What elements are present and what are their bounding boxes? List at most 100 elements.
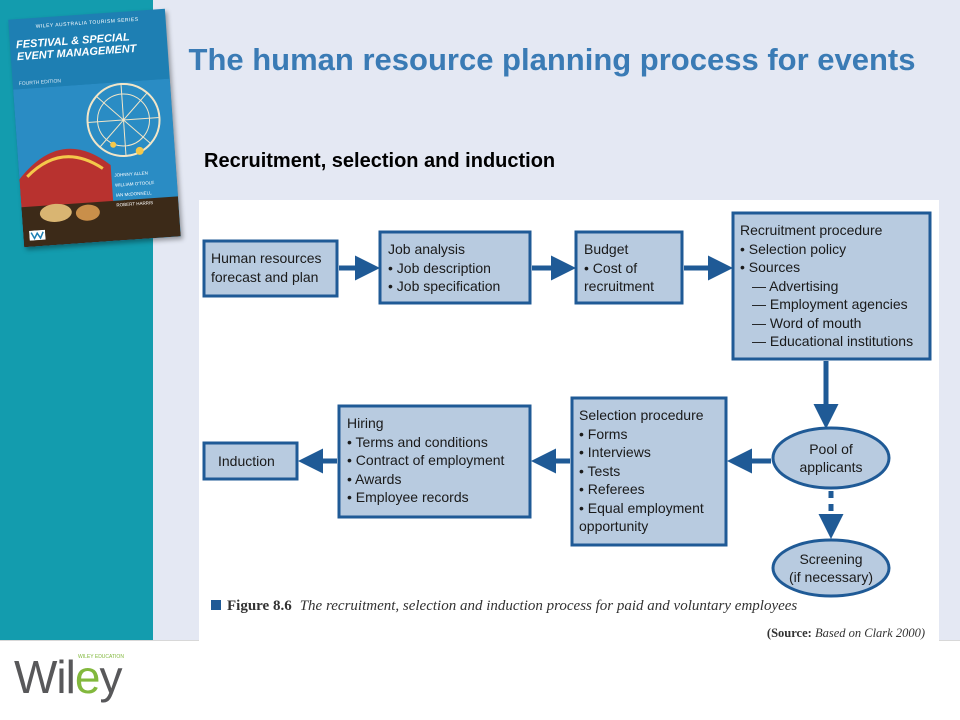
node-sub-item: — Educational institutions xyxy=(740,332,913,351)
bullet-icon: • xyxy=(347,433,352,450)
flow-arrows xyxy=(298,255,844,539)
node-item: • Terms and conditions xyxy=(347,433,504,452)
node-item-label: Tests xyxy=(587,462,621,479)
bullet-icon: • xyxy=(579,444,584,460)
footer xyxy=(0,640,960,720)
bullet-icon: • xyxy=(388,278,393,294)
node-recruitment: Recruitment procedure • Selection policy… xyxy=(740,221,913,351)
book-title: FESTIVAL & SPECIAL EVENT MANAGEMENT xyxy=(15,31,137,64)
node-item: • Sources xyxy=(740,258,913,277)
bullet-icon: • xyxy=(347,452,352,468)
node-item: • Tests xyxy=(579,462,719,481)
source-text: Based on Clark 2000) xyxy=(814,626,925,640)
bullet-icon: • xyxy=(579,462,584,479)
node-screening: Screening (if necessary) xyxy=(775,550,887,586)
box-hiring xyxy=(337,404,532,519)
book-author: WILLIAM O'TOOLE xyxy=(114,179,155,188)
bullet-icon: • xyxy=(579,425,584,442)
bullet-icon: • xyxy=(579,481,584,497)
box-recruitment xyxy=(731,211,932,361)
node-item: • Job description xyxy=(388,259,500,278)
logo-accent: e xyxy=(74,651,101,703)
node-item: • Referees xyxy=(579,480,719,499)
node-title: Budget xyxy=(584,241,629,257)
box-budget xyxy=(574,230,684,305)
dash-icon: — xyxy=(752,296,766,312)
node-item: • Cost of recruitment xyxy=(584,259,674,296)
node-item-label: Contract of employment xyxy=(355,452,505,468)
node-item-label: Employee records xyxy=(355,489,469,505)
node-item: • Interviews xyxy=(579,443,719,462)
book-author: IAN McDONNELL xyxy=(115,190,152,198)
source-label: (Source: xyxy=(766,626,812,640)
node-item: • Awards xyxy=(347,470,504,489)
bullet-icon: • xyxy=(347,470,352,487)
node-selection: Selection procedure • Forms • Interviews… xyxy=(579,406,719,536)
logo-prefix: Wil xyxy=(14,651,76,703)
page-title: The human resource planning process for … xyxy=(188,42,916,77)
book-series: WILEY AUSTRALIA TOURISM SERIES xyxy=(35,16,139,30)
caption-text: The recruitment, selection and induction… xyxy=(299,598,798,614)
bullet-icon: • xyxy=(740,259,745,275)
node-text-line: Human resources xyxy=(211,250,322,266)
node-forecast: Human resources forecast and plan xyxy=(211,249,322,286)
node-item-label: Terms and conditions xyxy=(355,433,488,450)
node-sub-item-label: Advertising xyxy=(769,277,839,294)
node-budget: Budget • Cost of recruitment xyxy=(584,240,674,296)
node-item: • Job specification xyxy=(388,277,500,296)
node-hiring: Hiring • Terms and conditions • Contract… xyxy=(347,414,504,507)
bullet-icon: • xyxy=(740,240,745,257)
node-sub-item-label: Educational institutions xyxy=(769,333,914,349)
node-sub-item-label: Employment agencies xyxy=(769,296,908,312)
box-induction xyxy=(202,441,299,481)
node-text-line: forecast and plan xyxy=(211,268,319,285)
node-item-label: Forms xyxy=(587,425,628,442)
node-item-label: Equal employment opportunity xyxy=(579,499,704,535)
book-authors: JOHNNY ALLEN WILLIAM O'TOOLE IAN McDONNE… xyxy=(114,169,175,213)
node-item-label: Selection policy xyxy=(748,240,847,257)
node-sub-item-label: Word of mouth xyxy=(769,314,862,331)
node-induction: Induction xyxy=(218,452,275,471)
node-pool: Pool of applicants xyxy=(775,440,887,476)
node-item-label: Cost of recruitment xyxy=(584,259,655,295)
node-title: Hiring xyxy=(347,415,384,431)
bullet-icon: • xyxy=(584,259,589,276)
box-forecast xyxy=(202,239,339,298)
node-item: • Employee records xyxy=(347,488,504,507)
node-title: Job analysis xyxy=(388,241,466,257)
bullet-icon: • xyxy=(579,499,584,516)
book-author: ROBERT HARRIS xyxy=(116,200,154,208)
logo-tagline: WILEY EDUCATION xyxy=(78,654,124,660)
wiley-wordmark: Wiley xyxy=(14,651,122,703)
box-job-analysis xyxy=(378,230,532,305)
node-title: Selection procedure xyxy=(579,407,704,423)
figure-caption: Figure 8.6 The recruitment, selection and… xyxy=(211,598,797,615)
node-item-label: Sources xyxy=(748,259,801,275)
caption-square-icon xyxy=(211,600,221,610)
node-item: • Equal employment opportunity xyxy=(579,499,719,536)
node-sub-item: — Word of mouth xyxy=(740,314,913,333)
node-item-label: Interviews xyxy=(587,444,651,460)
node-text-line: Induction xyxy=(218,453,275,469)
wiley-logo: Wiley WILEY EDUCATION xyxy=(14,651,124,703)
node-text-line: (if necessary) xyxy=(788,569,874,585)
bullet-icon: • xyxy=(388,259,393,276)
figure-label: Figure 8.6 xyxy=(227,598,292,614)
node-item-label: Job specification xyxy=(396,278,501,294)
dash-icon: — xyxy=(752,333,766,349)
node-title: Recruitment procedure xyxy=(740,222,883,238)
flowchart-shapes xyxy=(202,211,932,598)
node-item: • Selection policy xyxy=(740,240,913,259)
node-item-label: Job description xyxy=(396,259,491,276)
logo-suffix: y xyxy=(99,651,122,703)
figure-source: (Source: Based on Clark 2000) xyxy=(767,626,925,641)
book-cover-image: WILEY AUSTRALIA TOURISM SERIES FESTIVAL … xyxy=(8,8,181,248)
box-selection xyxy=(570,396,728,547)
ferris-wheel-carousel-illustration xyxy=(13,78,181,248)
dash-icon: — xyxy=(752,314,766,331)
bullet-icon: • xyxy=(347,489,352,505)
node-sub-item: — Employment agencies xyxy=(740,295,913,314)
node-item: • Contract of employment xyxy=(347,451,504,470)
figure-panel: Human resources forecast and plan Job an… xyxy=(199,200,939,642)
dash-icon: — xyxy=(752,277,766,294)
